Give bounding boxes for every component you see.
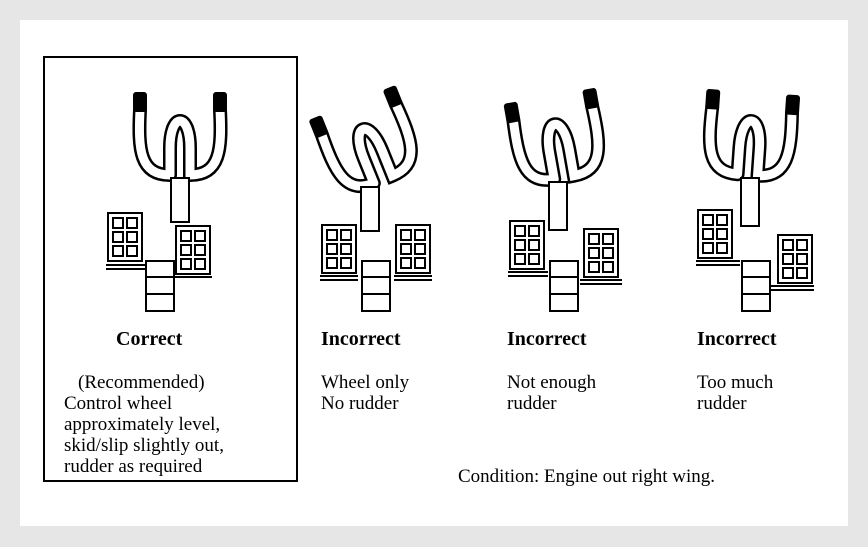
diagram-panel: Correct Incorrect Incorrect Incorrect (R… [20,20,848,526]
heading-wheel-only: Incorrect [321,328,401,350]
description-correct-body: Control wheel approximately level, skid/… [64,393,224,477]
description-wheel-only: Wheel only No rudder [321,372,409,414]
control-wheel-icon [132,92,228,223]
figure-wheel-only [300,85,440,315]
heading-too-much-rudder: Incorrect [697,328,777,350]
control-wheel-icon [503,88,606,187]
yoke-and-pedals-wheel-only [309,85,432,312]
rudder-pedals-icon [508,220,622,312]
description-line: skid/slip slightly out, [64,435,224,456]
control-column-icon [740,177,760,227]
description-line: Control wheel [64,393,173,414]
description-too-much-rudder: Too much rudder [697,372,773,414]
figure-too-much-rudder [680,85,820,315]
figure-correct [80,85,280,315]
yoke-and-pedals-too-much-rudder [696,89,814,312]
control-column-icon [360,186,380,232]
yoke-and-pedals-not-enough-rudder [503,88,622,312]
rudder-pedals-icon [320,224,432,312]
condition-caption: Condition: Engine out right wing. [458,466,716,487]
rudder-pedals-icon [106,212,212,312]
description-not-enough-rudder: Not enough rudder [507,372,596,414]
figure-not-enough-rudder [488,85,628,315]
control-column-icon [548,181,568,231]
description-line: (Recommended) [78,372,205,393]
control-wheel-icon [702,89,801,183]
description-line: rudder [507,393,557,414]
description-correct: (Recommended) [72,372,205,393]
control-wheel-icon [309,85,418,194]
description-line: Too much [697,372,774,393]
correct-highlight-box [43,56,298,482]
description-line: Not enough [507,372,597,393]
description-line: approximately level, [64,414,221,435]
description-line: rudder as required [64,456,203,477]
heading-correct: Correct [116,328,183,350]
yoke-and-pedals-correct [106,92,228,312]
description-line: No rudder [321,393,399,414]
description-line: rudder [697,393,747,414]
rudder-pedals-icon [696,209,814,312]
heading-not-enough-rudder: Incorrect [507,328,587,350]
description-line: Wheel only [321,372,410,393]
